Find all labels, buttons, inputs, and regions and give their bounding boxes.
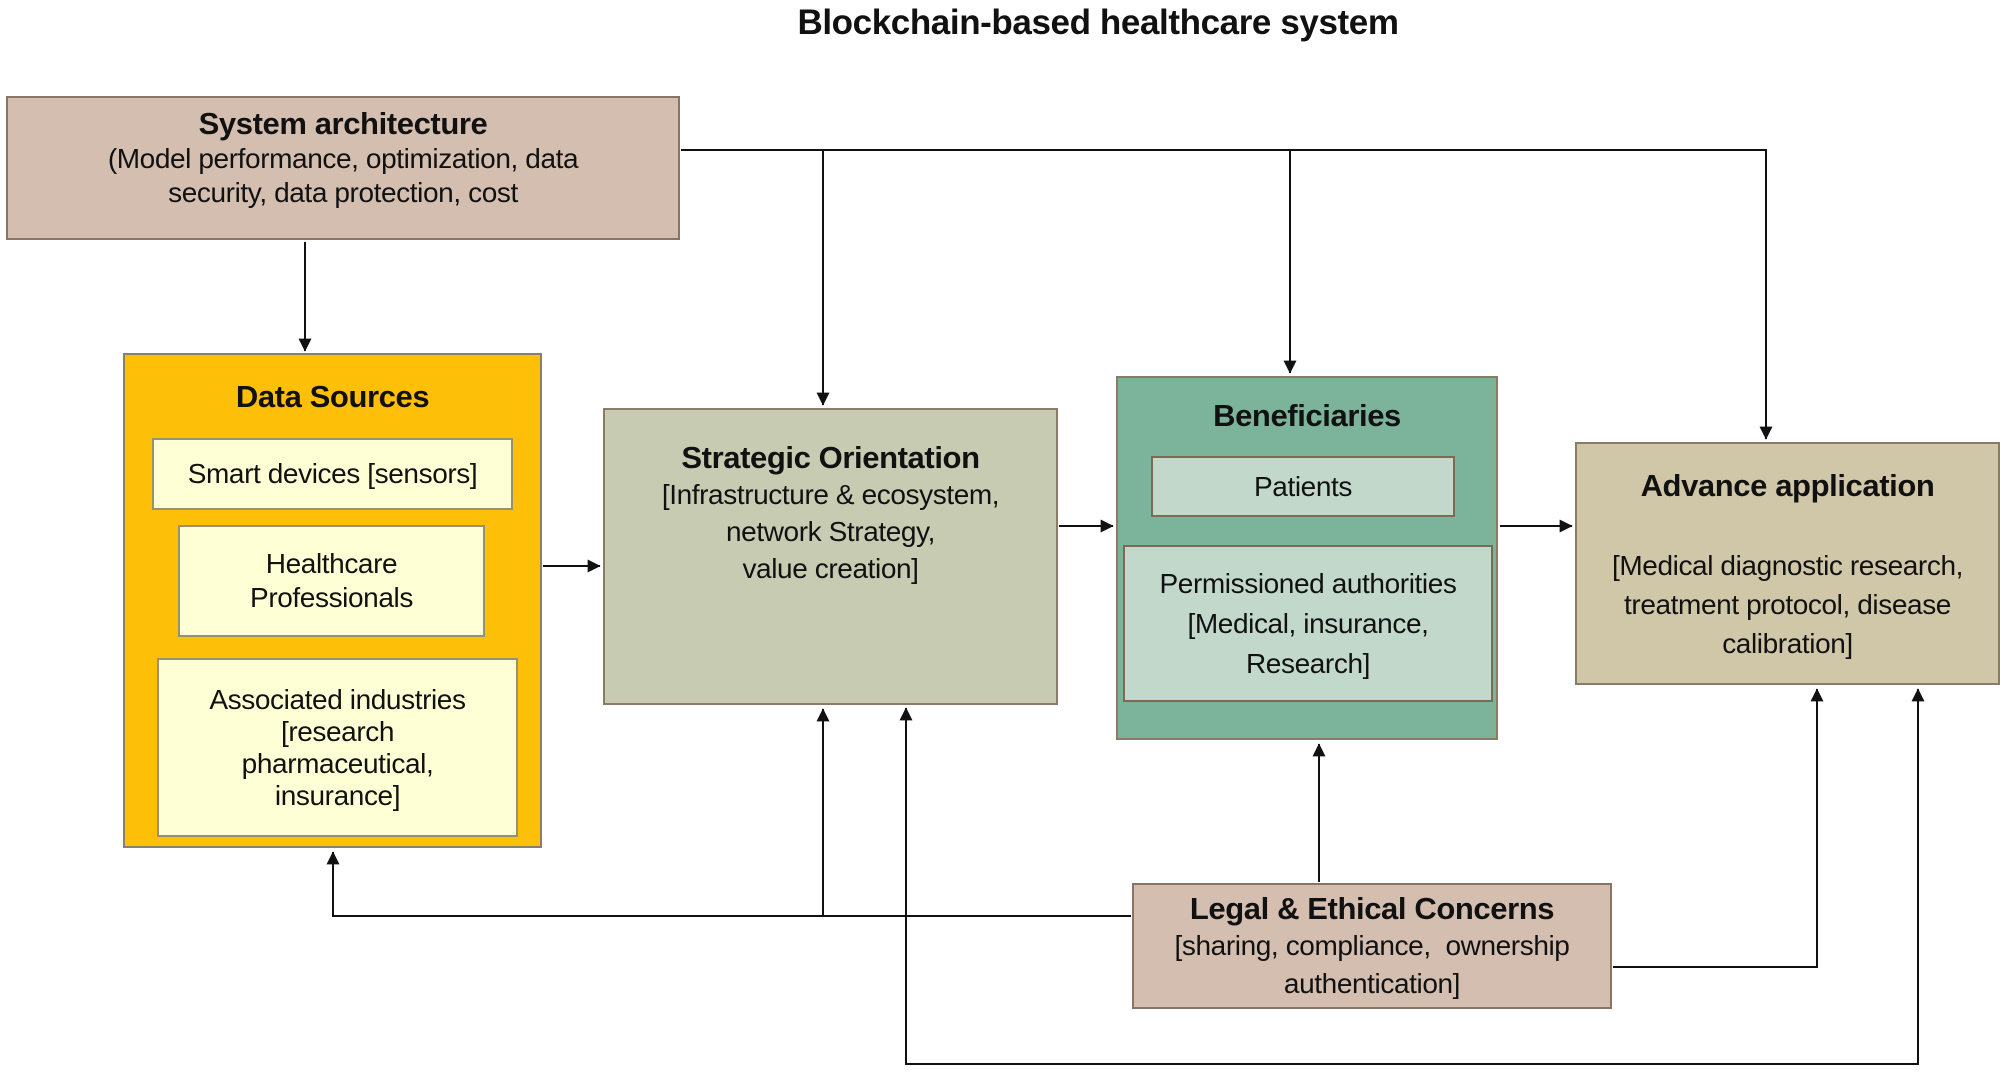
strategic-orientation-title: Strategic Orientation (681, 440, 980, 475)
system-architecture-box: System architecture (Model performance, … (6, 96, 680, 240)
arrow-strategic-orientation-advance-application-bottom-link (899, 688, 1925, 1065)
permissioned-authorities-box: Permissioned authorities [Medical, insur… (1123, 545, 1493, 702)
system-architecture-title: System architecture (198, 106, 488, 141)
patients-box: Patients (1151, 456, 1455, 517)
legal-ethical-concerns-line: authentication] (1283, 968, 1461, 999)
strategic-orientation-box: Strategic Orientation [Infrastructure & … (603, 408, 1058, 705)
arrow-system-architecture-to-advance-application (681, 149, 1773, 440)
permissioned-authorities-line: [Medical, insurance, (1187, 607, 1429, 639)
associated-industries-line: Associated industries (209, 683, 466, 715)
healthcare-professionals-line: Healthcare (265, 548, 398, 579)
advance-application-line: treatment protocol, disease (1624, 589, 1951, 620)
smart-devices-box: Smart devices [sensors] (152, 438, 513, 510)
permissioned-authorities-line: Research] (1245, 647, 1370, 679)
legal-ethical-concerns-title: Legal & Ethical Concerns (1189, 891, 1555, 926)
arrow-legal-to-advance-application (1613, 688, 1824, 968)
healthcare-professionals-box: Healthcare Professionals (178, 525, 485, 637)
associated-industries-line: pharmaceutical, (241, 747, 434, 779)
smart-devices-label: Smart devices [sensors] (187, 458, 478, 489)
legal-ethical-concerns-box: Legal & Ethical Concerns [sharing, compl… (1132, 883, 1612, 1009)
healthcare-professionals-line: Professionals (250, 582, 413, 613)
advance-application-line: [Medical diagnostic research, (1611, 550, 1964, 581)
strategic-orientation-line: network Strategy, (726, 516, 935, 547)
legal-ethical-concerns-line: [sharing, compliance, ownership (1174, 930, 1570, 961)
diagram-title: Blockchain-based healthcare system (797, 3, 1399, 42)
data-sources-title: Data Sources (235, 379, 430, 414)
system-architecture-line: (Model performance, optimization, data (107, 143, 579, 174)
permissioned-authorities-line: Permissioned authorities (1159, 567, 1457, 599)
associated-industries-line: insurance] (274, 779, 401, 811)
beneficiaries-title: Beneficiaries (1213, 398, 1401, 433)
strategic-orientation-line: value creation] (742, 553, 919, 584)
advance-application-title: Advance application (1640, 468, 1935, 503)
system-architecture-line: security, data protection, cost (168, 177, 518, 208)
strategic-orientation-line: [Infrastructure & ecosystem, (661, 479, 1000, 510)
advance-application-line: calibration] (1722, 628, 1853, 659)
advance-application-box: Advance application [Medical diagnostic … (1575, 442, 2000, 685)
arrow-legal-to-data-sources (326, 851, 1131, 917)
associated-industries-box: Associated industries [research pharmace… (157, 658, 518, 837)
associated-industries-line: [research (280, 715, 395, 747)
patients-label: Patients (1254, 470, 1352, 502)
